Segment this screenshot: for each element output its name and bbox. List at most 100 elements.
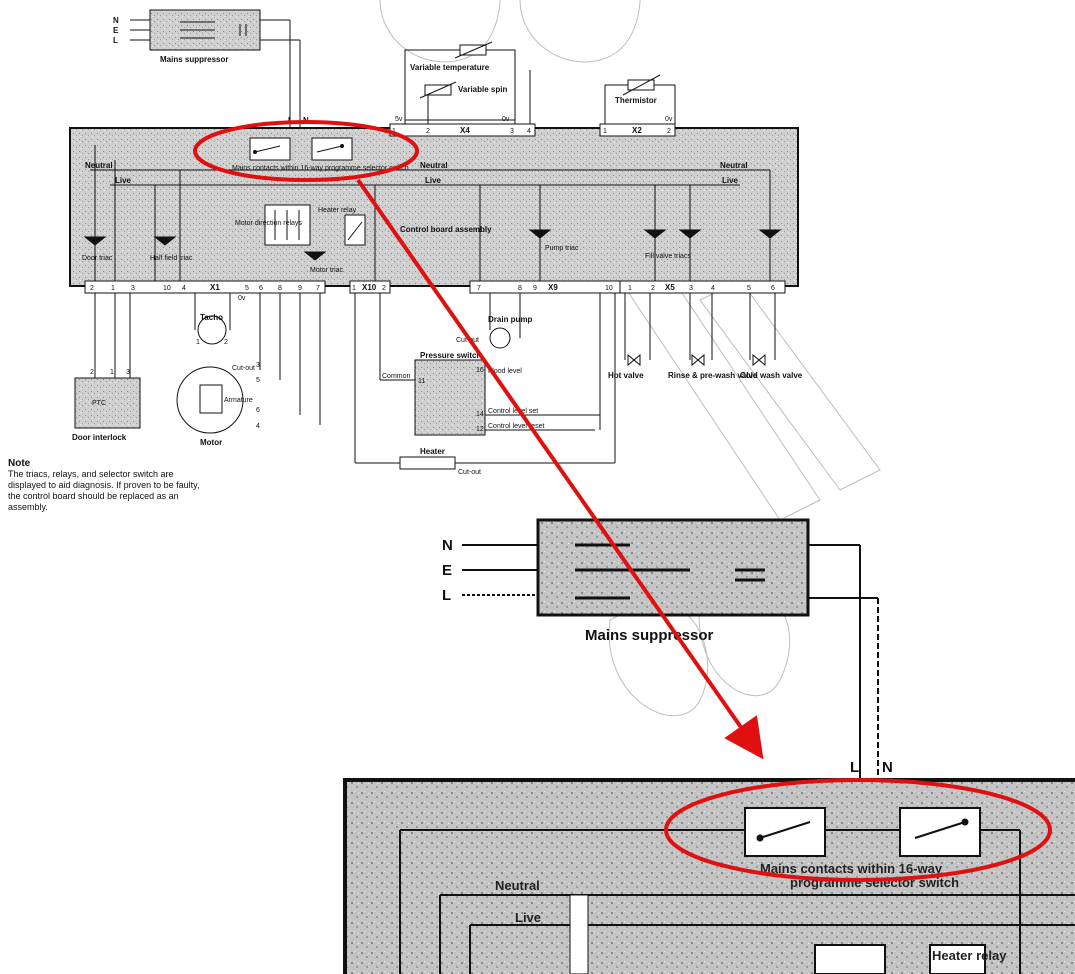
connector-x2-label: X2 (632, 126, 642, 135)
supply-0v-label-x1: 0v (238, 295, 246, 302)
connector-x10-label: X10 (362, 283, 377, 292)
pin-pressure-16: 16 (476, 367, 484, 374)
pin-x5-5: 5 (747, 285, 751, 292)
ptc-label: PTC (92, 400, 106, 407)
pin-x9-8: 8 (518, 285, 522, 292)
pin-x10-2: 2 (382, 285, 386, 292)
zoom-supply-e: E (442, 562, 452, 579)
pin-motor-5: 5 (256, 377, 260, 384)
zoom-supply-l: L (442, 587, 451, 604)
live-rail-label: Live (115, 176, 132, 185)
pin-motor-6: 6 (256, 407, 260, 414)
schematic-labels: N E L Mains suppressor L N Mains contact… (72, 16, 803, 476)
pin-door-1: 1 (110, 369, 114, 376)
motor-direction-relays-label: Motor direction relays (235, 220, 302, 227)
connector-x4-label: X4 (460, 126, 470, 135)
main-schematic (69, 9, 799, 470)
armature-label: Armature (224, 397, 253, 404)
neutral-rail-label: Neutral (85, 161, 113, 170)
tacho-label: Tacho (200, 313, 223, 322)
zoom-mains-suppressor-label: Mains suppressor (585, 627, 714, 644)
mains-contacts-label: Mains contacts within 16-way programme s… (232, 165, 409, 172)
pin-x5-2: 2 (651, 285, 655, 292)
highlight-ellipse-small (193, 120, 419, 182)
live-rail-label-2: Live (425, 176, 442, 185)
note-text: The triacs, relays, and selector switch … (8, 469, 200, 512)
connector-x5-label: X5 (665, 283, 675, 292)
door-triac-label: Door triac (82, 255, 113, 262)
pin-x5-1: 1 (628, 285, 632, 292)
pin-x1-10: 10 (163, 285, 171, 292)
pin-x4-2: 2 (426, 128, 430, 135)
control-level-set-label: Control level set (488, 408, 538, 415)
mains-suppressor-box (149, 9, 261, 51)
heater-cut-out-label: Cut-out (458, 469, 481, 476)
note-title: Note (8, 458, 31, 469)
pin-pressure-14: 14 (476, 411, 484, 418)
pump-triac-label: Pump triac (545, 245, 579, 252)
neutral-rail-label-2: Neutral (420, 161, 448, 170)
flood-level-label: Flood level (488, 368, 522, 375)
pin-numbers: 1 2 3 4 1 2 2 1 3 10 4 5 6 8 9 7 1 2 7 8… (90, 128, 775, 433)
common-label: Common (382, 373, 411, 380)
pin-pressure-11: 11 (418, 378, 425, 385)
control-board (69, 127, 799, 287)
hot-valve-label: Hot valve (608, 371, 644, 380)
pin-x2-2: 2 (667, 128, 671, 135)
thermistor-label: Thermistor (615, 96, 657, 105)
rinse-prewash-valve-label: Rinse & pre-wash valve (668, 371, 758, 380)
highlight-ellipse-large (664, 778, 1052, 882)
control-level-reset-label: Control level reset (488, 423, 544, 430)
fill-valve-triacs-label: Fill valve triacs (645, 253, 691, 260)
zoom-terminal-n: N (882, 759, 893, 776)
pin-door-3: 3 (126, 369, 130, 376)
pin-x1-5: 5 (245, 285, 249, 292)
pin-x1-4: 4 (182, 285, 186, 292)
pin-x4-4: 4 (527, 128, 531, 135)
door-interlock-label: Door interlock (72, 433, 127, 442)
pin-x1-7: 7 (316, 285, 320, 292)
pin-door-2: 2 (90, 369, 94, 376)
pin-tacho-2: 2 (224, 339, 228, 346)
mains-suppressor-label: Mains suppressor (160, 55, 228, 64)
drain-pump-cut-out-label: Cut-out (456, 337, 479, 344)
zoom-terminal-l: L (850, 759, 859, 776)
zoom-supply-n: N (442, 537, 453, 554)
pin-x2-1: 1 (603, 128, 607, 135)
connector-x9-label: X9 (548, 283, 558, 292)
zoom-live-label: Live (515, 910, 541, 925)
pin-x9-10: 10 (605, 285, 613, 292)
zoom-arrow (356, 178, 764, 760)
pin-x1-9: 9 (298, 285, 302, 292)
zoom-heater-relay-label: Heater relay (932, 948, 1007, 963)
drain-pump-label: Drain pump (488, 315, 533, 324)
pin-motor-3: 3 (256, 362, 260, 369)
pin-x9-9: 9 (533, 285, 537, 292)
zoom-neutral-label: Neutral (495, 878, 540, 893)
pin-x1-1: 1 (111, 285, 115, 292)
supply-0v-label-x4: 0v (502, 116, 510, 123)
variable-temperature-label: Variable temperature (410, 63, 490, 72)
live-rail-label-3: Live (722, 176, 739, 185)
zoomed-mains-suppressor-box (536, 518, 810, 617)
supply-0v-label-x2: 0v (665, 116, 673, 123)
pin-x1-6: 6 (259, 285, 263, 292)
pin-x1-3: 3 (131, 285, 135, 292)
diagnostic-note: Note The triacs, relays, and selector sw… (8, 458, 208, 513)
motor-label: Motor (200, 438, 222, 447)
motor-triac-label: Motor triac (310, 267, 344, 274)
pin-x10-1: 1 (352, 285, 356, 292)
pin-x4-3: 3 (510, 128, 514, 135)
motor-cut-out-label: Cut-out (232, 365, 255, 372)
pin-x5-6: 6 (771, 285, 775, 292)
zoom-mains-contacts-line1: Mains contacts within 16-way (760, 861, 943, 876)
pin-motor-4: 4 (256, 423, 260, 430)
pin-x9-7: 7 (477, 285, 481, 292)
pin-tacho-1: 1 (196, 339, 200, 346)
pin-x5-3: 3 (689, 285, 693, 292)
control-board-label: Control board assembly (400, 225, 492, 234)
highlight-annotations (193, 120, 1052, 882)
pressure-switch-label: Pressure switch (420, 351, 481, 360)
